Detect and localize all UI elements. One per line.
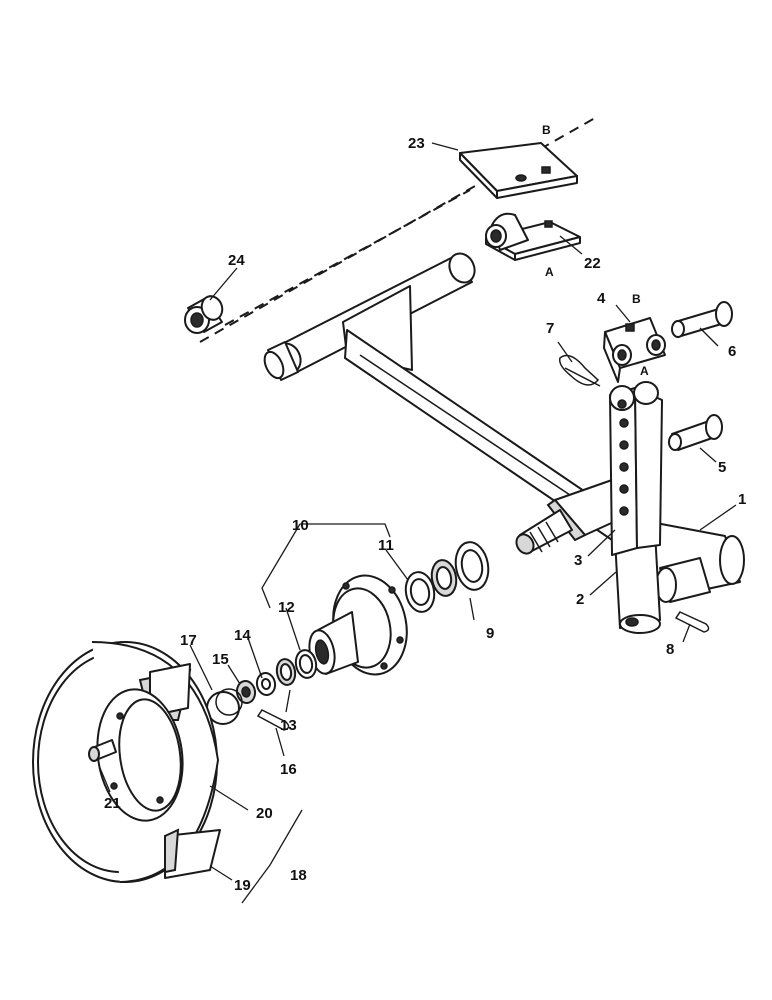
bracket-part-4 [603, 317, 666, 383]
callout-2: 2 [576, 591, 584, 608]
leader-lines [99, 142, 737, 904]
callout-5: 5 [718, 459, 726, 476]
callout-16: 16 [280, 761, 297, 778]
callout-6: 6 [728, 343, 736, 360]
callout-15: 15 [212, 651, 229, 668]
hub-part-10 [308, 574, 408, 676]
callout-18: 18 [290, 867, 307, 884]
castle-nut-part-15 [235, 680, 257, 704]
assembly-letters: B A B A [542, 123, 649, 378]
rim-part-20 [96, 688, 184, 822]
pin-part-5 [668, 414, 723, 451]
callout-22: 22 [584, 255, 601, 272]
dust-cap-part-17 [206, 688, 243, 725]
retaining-clip-part-7 [558, 354, 601, 387]
leg-tube-part-2 [614, 531, 661, 634]
letter-a-top: A [545, 265, 554, 279]
bearing-race-part-12 [294, 649, 318, 679]
bearing-cone-part-13 [275, 658, 297, 686]
callout-13: 13 [280, 717, 297, 734]
callout-17: 17 [180, 632, 197, 649]
cotter-pin-part-16 [256, 709, 290, 731]
letter-b-top: B [542, 123, 551, 137]
letter-a-bracket: A [640, 364, 649, 378]
callout-7: 7 [546, 320, 554, 337]
callout-24: 24 [228, 252, 245, 269]
callout-9: 9 [486, 625, 494, 642]
callout-12: 12 [278, 599, 295, 616]
callout-1: 1 [738, 491, 746, 508]
callout-21: 21 [104, 795, 121, 812]
bearing-part-9 [430, 541, 490, 597]
pin-part-6 [671, 301, 733, 338]
callout-19: 19 [234, 877, 251, 894]
bushing-part-24 [184, 295, 224, 334]
axle-centerline-dashed-lower [224, 189, 471, 326]
cotter-pin-part-8 [674, 611, 710, 633]
callout-8: 8 [666, 641, 674, 658]
callout-11: 11 [378, 537, 394, 554]
adjustment-bar-part-3 [609, 381, 663, 556]
washer-part-14 [255, 672, 277, 696]
callout-23: 23 [408, 135, 425, 152]
callout-10: 10 [292, 517, 309, 534]
callout-4: 4 [597, 290, 606, 307]
wheel-stud-part-21 [88, 739, 117, 762]
callout-14: 14 [234, 627, 251, 644]
clamp-plate-part-23 [459, 142, 578, 199]
axle-frame-part-1 [263, 252, 745, 603]
callout-3: 3 [574, 552, 582, 569]
letter-b-bracket: B [632, 292, 641, 306]
callout-labels: 1 2 3 4 5 6 7 8 9 10 11 12 13 14 15 16 1… [104, 135, 746, 894]
clamp-part-22 [485, 212, 581, 261]
seal-part-11 [404, 571, 436, 613]
callout-20: 20 [256, 805, 273, 822]
